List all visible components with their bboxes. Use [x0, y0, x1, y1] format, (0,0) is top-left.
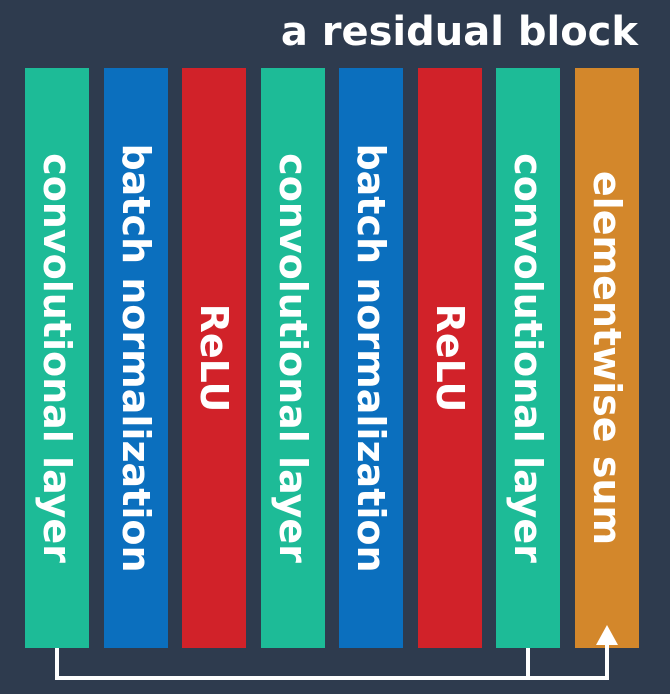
layer-label: ReLU	[192, 303, 237, 413]
diagram-title: a residual block	[280, 9, 638, 55]
layer-label: batch normalization	[113, 143, 158, 573]
layer-conv-1: convolutional layer	[25, 68, 89, 648]
layer-batchnorm-1: batch normalization	[103, 68, 168, 648]
layer-label: convolutional layer	[270, 153, 315, 563]
layer-conv-2: convolutional layer	[260, 68, 325, 648]
layer-label: ReLU	[427, 303, 472, 413]
layer-conv-3: convolutional layer	[496, 68, 561, 648]
layer-relu-2: ReLU	[417, 68, 482, 648]
layer-batchnorm-2: batch normalization	[339, 68, 404, 648]
skip-connection-line	[55, 644, 609, 680]
layer-label: convolutional layer	[506, 153, 551, 563]
layer-label: batch normalization	[349, 143, 394, 573]
layer-label: elementwise sum	[584, 170, 629, 546]
layer-relu-1: ReLU	[182, 68, 247, 648]
layer-elementwise-sum: elementwise sum	[574, 68, 639, 648]
layer-stack: convolutional layer batch normalization …	[25, 68, 639, 648]
layer-label: convolutional layer	[35, 153, 79, 563]
